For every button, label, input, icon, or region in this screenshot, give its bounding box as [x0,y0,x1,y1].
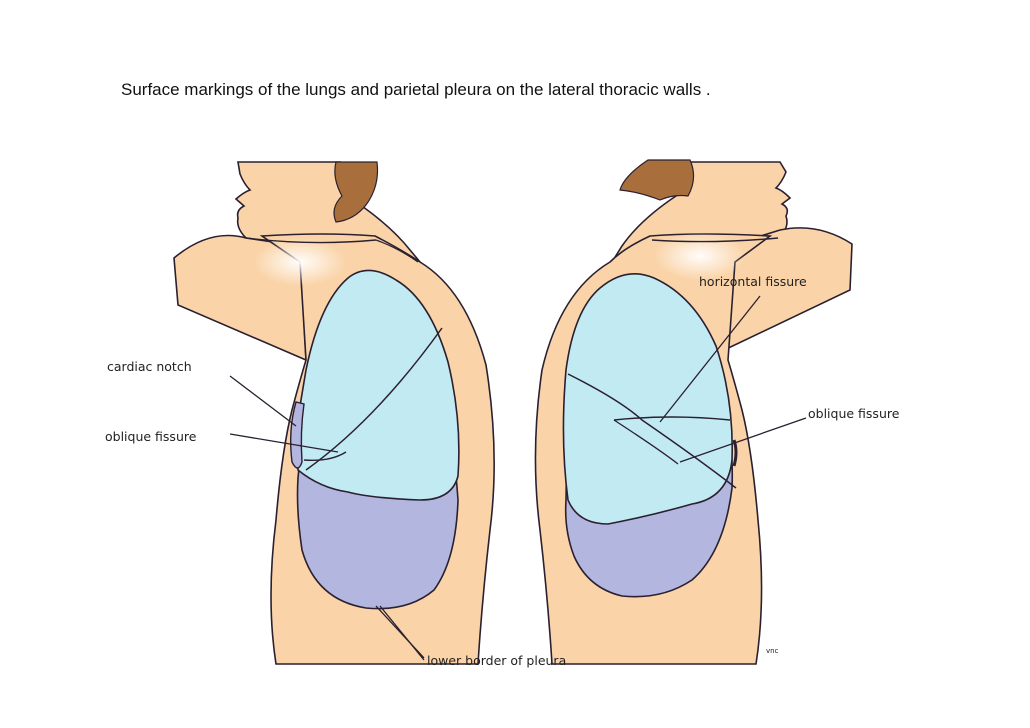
right-hair [619,159,695,201]
cardiac-notch-label: cardiac notch [107,359,192,374]
right-oblique-fissure-line [567,373,737,489]
lower-border-leader-left [375,605,425,659]
horizontal-fissure-label: horizontal fissure [699,274,807,289]
artist-signature: vnc [766,647,779,655]
right-thorax-figure [534,159,853,665]
lower-border-label: lower border of pleura [427,653,566,668]
left-thorax-figure [173,161,495,665]
right-horizontal-fissure-line [613,416,731,421]
horizontal-fissure-leader [659,295,761,423]
left-lung [295,269,460,501]
left-shoulder-highlight [254,238,346,286]
left-oblique-fissure-line [305,327,443,471]
left-hair [333,161,379,223]
left-oblique-fissure-leader [229,433,339,453]
right-lung [562,272,733,525]
cardiac-notch-leader [229,375,297,427]
left-oblique-fissure-label: oblique fissure [105,429,197,444]
right-shoulder-highlight [654,232,746,280]
right-oblique-fissure-leader [679,417,807,463]
right-oblique-fissure-label: oblique fissure [808,406,900,421]
right-arm [719,227,853,354]
figure-title: Surface markings of the lungs and pariet… [121,80,711,99]
left-cardiac-notch [289,401,305,469]
